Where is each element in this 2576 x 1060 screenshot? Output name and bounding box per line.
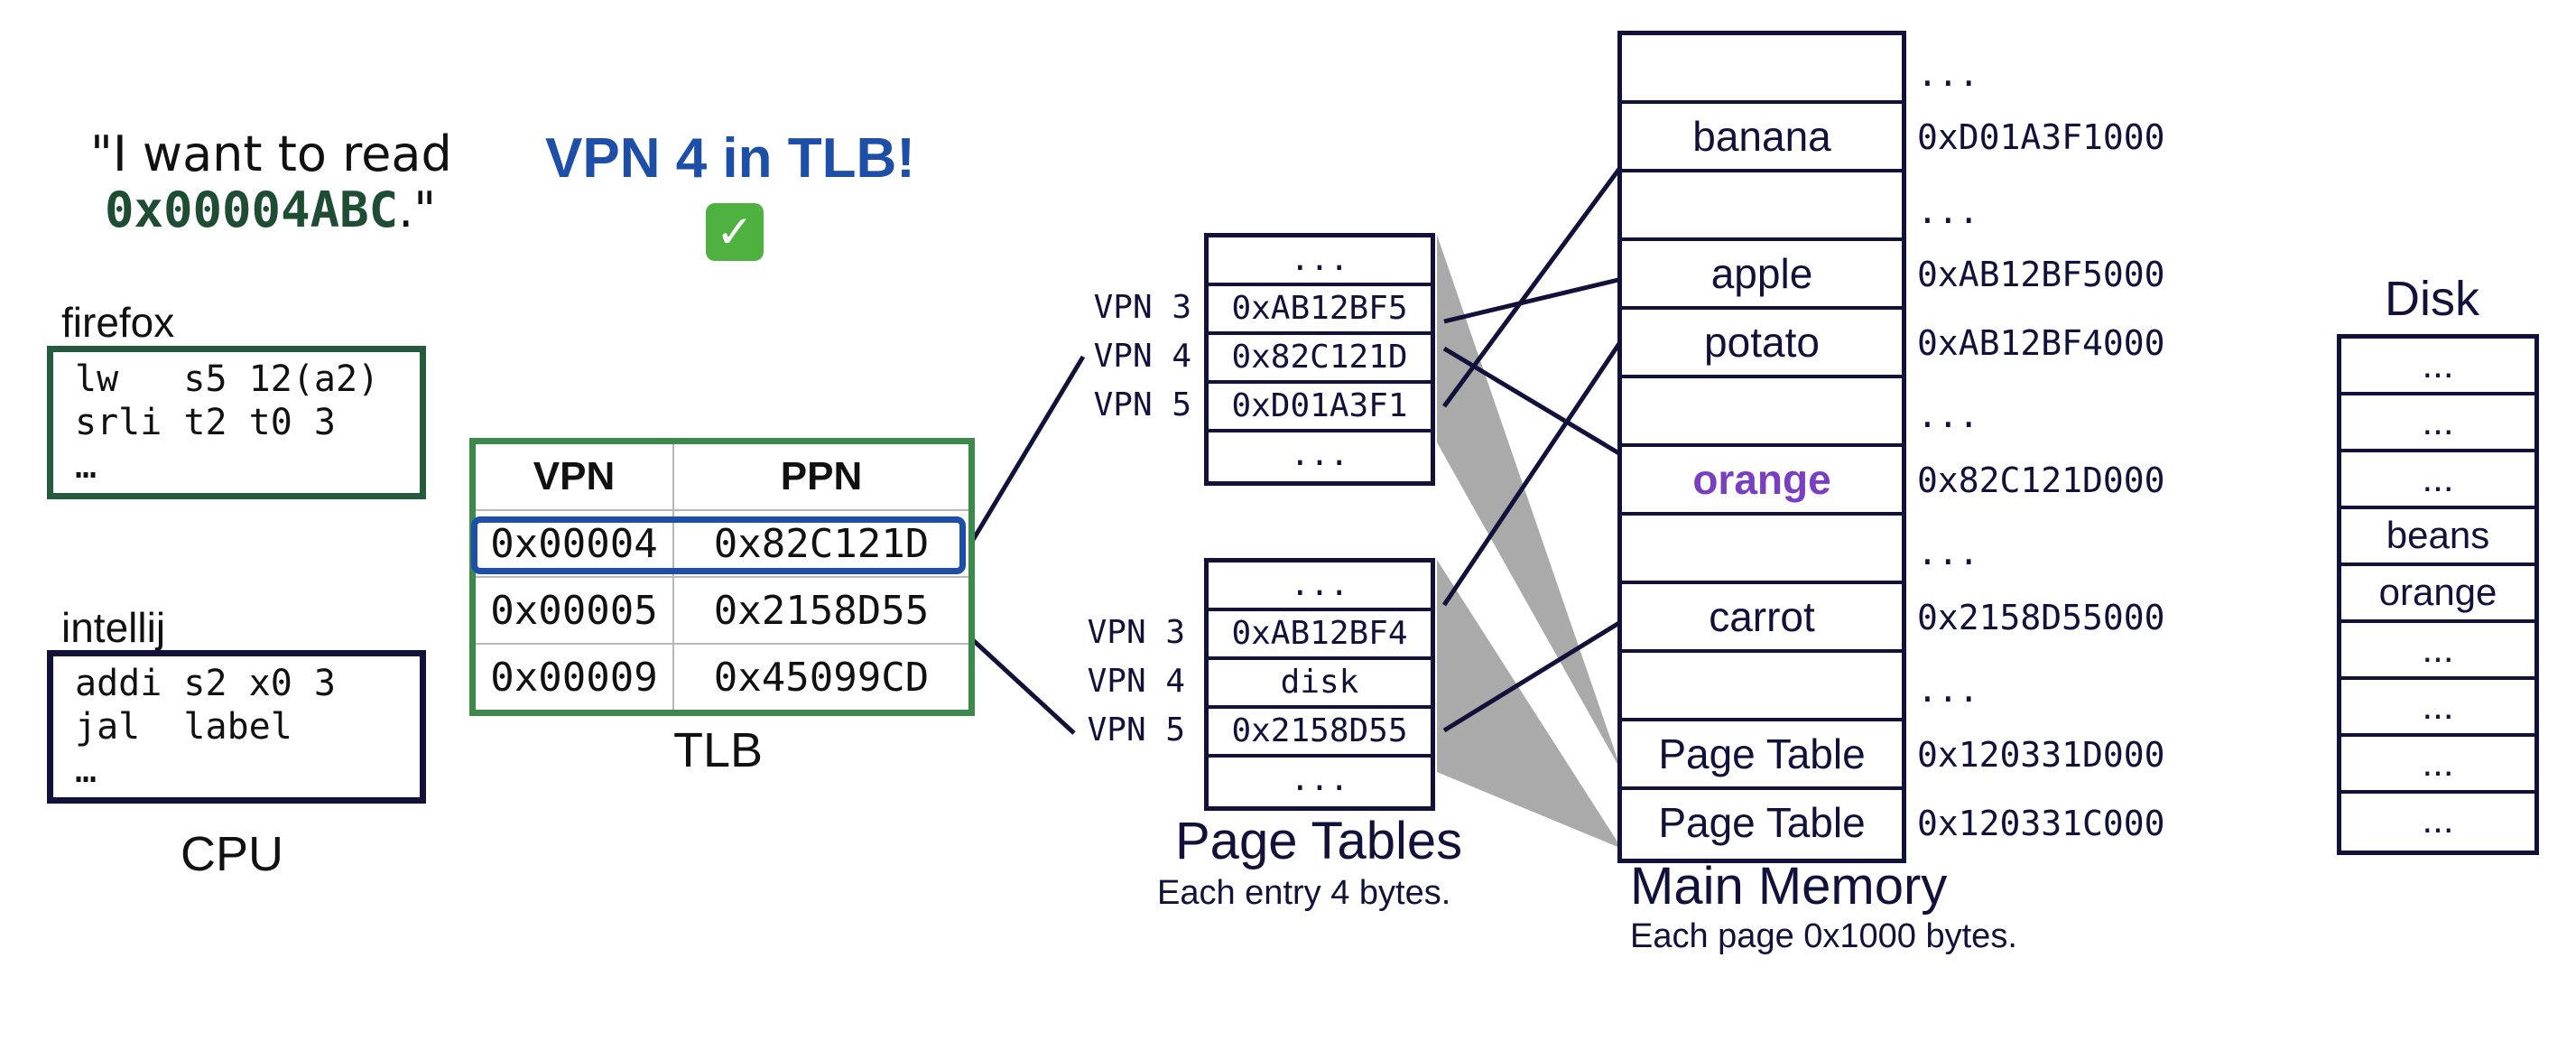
memory-address: ... — [1917, 54, 1979, 94]
memory-address: ... — [1917, 395, 1979, 435]
disk-block: ... — [2341, 395, 2534, 452]
memory-page: apple — [1622, 241, 1902, 310]
quote-address: 0x00004ABC — [105, 181, 399, 238]
tlb-cell-ppn: 0x45099CD — [672, 643, 973, 714]
memory-page — [1622, 653, 1902, 721]
code-line: jal label — [75, 706, 292, 748]
page-tables-title: Page Tables — [1175, 812, 1463, 870]
code-line: lw s5 12(a2) — [75, 358, 380, 400]
code-line: … — [75, 445, 97, 487]
page-table-1: ... 0xAB12BF5 0x82C121D 0xD01A3F1 ... — [1204, 233, 1435, 486]
tlb-cell-vpn: 0x00005 — [471, 576, 674, 645]
read-request-quote: "I want to read 0x00004ABC." — [90, 126, 452, 238]
tlb-to-vpn4-line — [968, 355, 1086, 546]
page-table-1-shading — [1437, 235, 1622, 772]
memory-address: ... — [1917, 533, 1979, 572]
page-table-entry: ... — [1209, 237, 1431, 286]
tlb-cell-vpn: 0x00009 — [471, 643, 674, 714]
pt1-vpn3-to-apple-line — [1443, 276, 1623, 324]
check-mark-icon: ✓ — [706, 203, 764, 261]
disk-block: ... — [2341, 737, 2534, 794]
page-table-2-shading — [1437, 560, 1622, 849]
memory-page — [1622, 378, 1902, 447]
pt2-vpn5-to-carrot-line — [1442, 618, 1624, 733]
page-table-entry: ... — [1290, 761, 1349, 798]
page-table-entry: ... — [1290, 436, 1349, 473]
memory-page: carrot — [1622, 584, 1902, 653]
tlb-row: 0x00009 0x45099CD — [471, 643, 973, 714]
process-label-firefox: firefox — [61, 299, 175, 346]
page-table-entry: 0xAB12BF5 — [1209, 286, 1431, 335]
tlb-label: TLB — [673, 723, 764, 777]
memory-page: potato — [1622, 310, 1902, 378]
disk-block: orange — [2341, 566, 2534, 623]
main-memory: banana apple potato orange carrot Page T… — [1617, 31, 1906, 863]
cpu-label: CPU — [181, 827, 284, 881]
page-table-entry: 0x2158D55 — [1209, 709, 1431, 758]
memory-address: 0xAB12BF4000 — [1917, 323, 2165, 363]
process-box-firefox: lw s5 12(a2) srli t2 t0 3 … — [47, 346, 426, 499]
main-memory-title: Main Memory — [1630, 857, 1948, 916]
code-line: srli t2 t0 3 — [75, 402, 336, 443]
memory-page — [1622, 35, 1902, 104]
process-box-intellij: addi s2 x0 3 jal label … — [47, 650, 426, 804]
tlb-to-vpn5-line — [959, 628, 1076, 735]
memory-address: 0xD01A3F1000 — [1917, 117, 2165, 157]
pt2-vpn-label: VPN 4 — [1087, 663, 1185, 700]
memory-page: Page Table — [1622, 721, 1902, 790]
disk-title: Disk — [2385, 272, 2479, 326]
disk-block: ... — [2422, 798, 2454, 841]
code-line: addi s2 x0 3 — [75, 663, 336, 704]
disk-block: ... — [2341, 623, 2534, 680]
pt1-vpn-label: VPN 4 — [1093, 338, 1191, 375]
code-line: … — [75, 749, 97, 791]
disk-block: ... — [2341, 339, 2534, 395]
disk-block: ... — [2341, 452, 2534, 509]
memory-page-highlighted: orange — [1622, 447, 1902, 516]
pt1-vpn5-to-banana-line — [1441, 163, 1625, 408]
tlb-hit-highlight — [471, 516, 966, 574]
memory-page — [1622, 516, 1902, 584]
memory-address: 0xAB12BF5000 — [1917, 255, 2165, 294]
memory-address: 0x82C121D000 — [1917, 460, 2165, 500]
disk-block: beans — [2341, 509, 2534, 566]
tlb-hit-message: VPN 4 in TLB! — [545, 127, 915, 190]
process-label-intellij: intellij — [61, 604, 166, 651]
quote-prefix: "I want to read — [90, 126, 452, 182]
memory-address: ... — [1917, 670, 1979, 710]
pt2-vpn3-to-potato-line — [1441, 338, 1625, 607]
page-table-entry: 0xD01A3F1 — [1209, 384, 1431, 432]
page-table-entry: disk — [1209, 660, 1431, 709]
tlb-cell-ppn: 0x2158D55 — [672, 576, 973, 645]
tlb-header-ppn: PPN — [672, 440, 973, 511]
page-table-entry: 0x82C121D — [1209, 335, 1431, 384]
page-table-entry: 0xAB12BF4 — [1209, 611, 1431, 660]
memory-address: 0x120331C000 — [1917, 804, 2165, 843]
pt2-vpn-label: VPN 3 — [1087, 614, 1185, 651]
page-table-2: ... 0xAB12BF4 disk 0x2158D55 ... — [1204, 558, 1435, 811]
disk: ... ... ... beans orange ... ... ... ... — [2337, 334, 2539, 855]
memory-address: 0x2158D55000 — [1917, 598, 2165, 637]
quote-suffix: ." — [398, 181, 437, 238]
memory-address: 0x120331D000 — [1917, 735, 2165, 775]
page-tables-subtitle: Each entry 4 bytes. — [1157, 874, 1451, 912]
main-memory-subtitle: Each page 0x1000 bytes. — [1630, 917, 2017, 955]
pt1-vpn-label: VPN 3 — [1093, 289, 1191, 326]
disk-block: ... — [2341, 680, 2534, 737]
page-table-entry: ... — [1209, 563, 1431, 611]
memory-page: Page Table — [1658, 799, 1866, 846]
tlb-header-vpn: VPN — [471, 440, 674, 511]
memory-page — [1622, 172, 1902, 241]
memory-page: banana — [1622, 104, 1902, 172]
pt2-vpn-label: VPN 5 — [1087, 711, 1185, 749]
tlb-table: VPN PPN 0x00004 0x82C121D 0x00005 0x2158… — [469, 438, 975, 716]
tlb-row: 0x00005 0x2158D55 — [471, 576, 973, 645]
pt1-vpn-label: VPN 5 — [1093, 386, 1191, 423]
memory-address: ... — [1917, 191, 1979, 231]
